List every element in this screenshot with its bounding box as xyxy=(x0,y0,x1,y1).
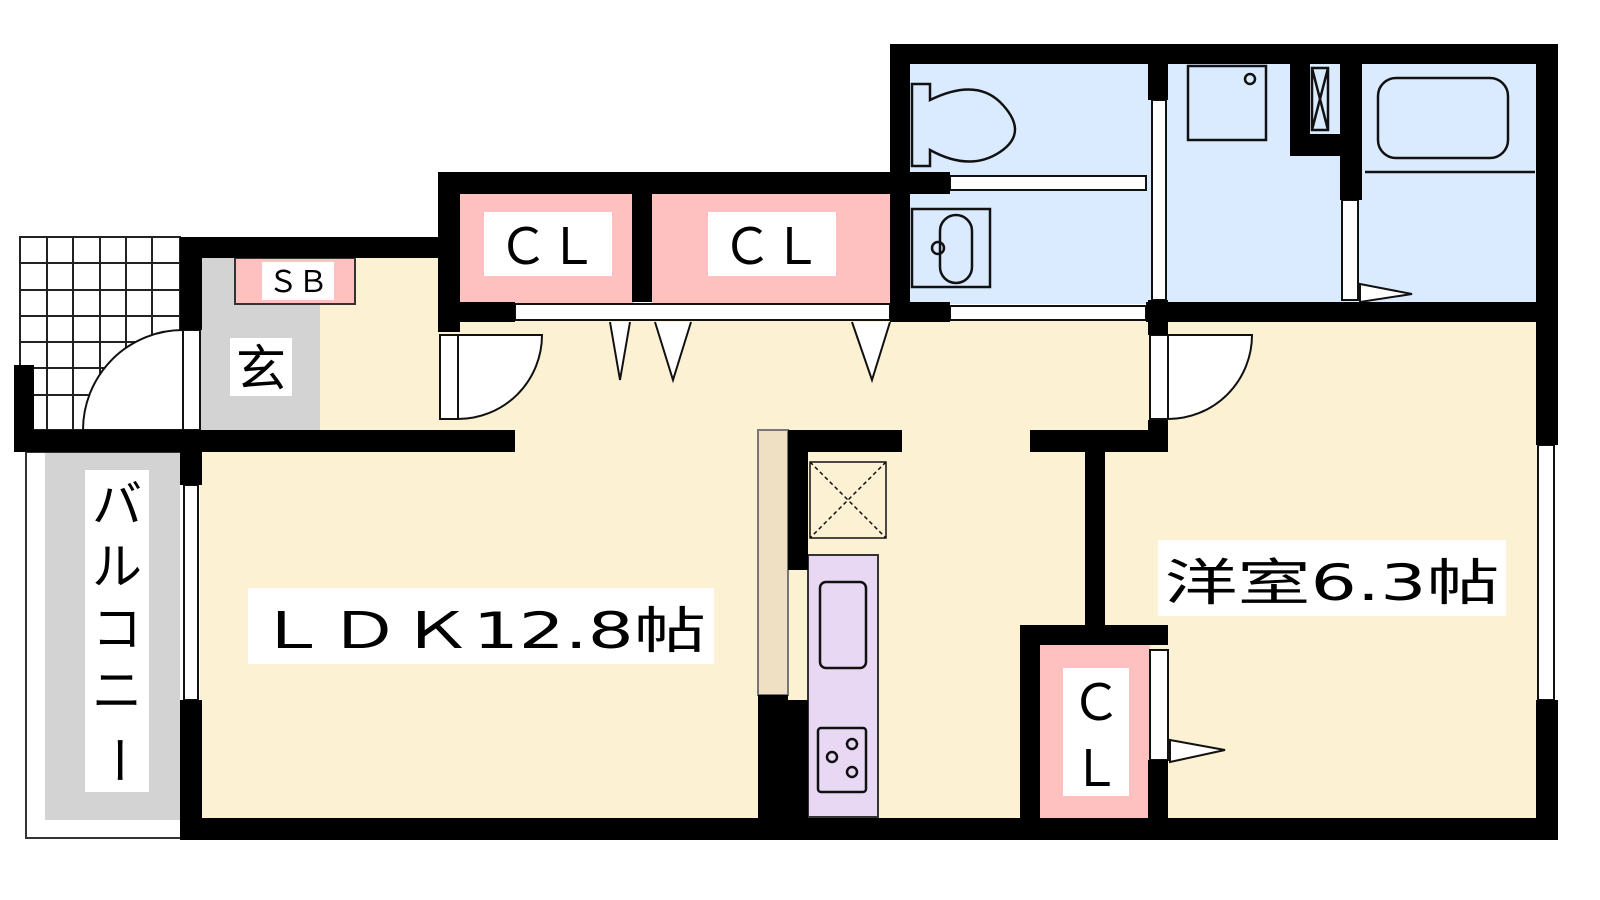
wash-sliding-door xyxy=(949,305,1147,321)
doors[interactable] xyxy=(81,99,1555,764)
balcony-label-4: ニ xyxy=(92,662,142,720)
fixtures xyxy=(809,64,1535,794)
balcony-window xyxy=(183,484,199,701)
bathtub-icon xyxy=(1376,76,1510,160)
sink-icon xyxy=(818,580,868,670)
walls xyxy=(14,44,1558,840)
shoe-box-label: ＳＢ xyxy=(268,265,328,300)
fridge-space-icon xyxy=(809,461,887,539)
washer-space-icon xyxy=(1186,64,1268,142)
ldk-label: ＬＤＫ12.8帖 xyxy=(256,602,706,660)
closet-3-label-top: Ｃ xyxy=(1071,674,1121,732)
front-door xyxy=(81,328,184,431)
balcony-label-1: バ xyxy=(92,476,142,534)
closet-hall-door xyxy=(457,334,544,421)
bedroom-window xyxy=(1537,444,1555,701)
entrance-label: 玄 xyxy=(236,340,286,398)
stove-icon xyxy=(816,726,868,794)
bedroom-door xyxy=(1167,334,1254,421)
bathroom-sliding-door xyxy=(1151,99,1167,301)
closet-x-icon xyxy=(1310,66,1330,132)
washbasin-icon xyxy=(910,207,992,289)
labels: ＣＬ ＣＬ ＳＢ 玄 バ ル コ ニ ー ＬＤＫ12.8帖 洋室6.3帖 Ｃ Ｌ xyxy=(85,212,1506,798)
balcony-label-3: コ xyxy=(92,600,142,658)
counter-shelf xyxy=(757,429,789,696)
toilet-sliding-door xyxy=(949,175,1147,191)
balcony-label-2: ル xyxy=(92,538,142,596)
balcony-label-5: ー xyxy=(89,735,147,785)
closet-2-label: ＣＬ xyxy=(722,218,822,276)
closet-1-label: ＣＬ xyxy=(498,218,598,276)
toilet-icon xyxy=(910,82,1017,168)
closet-3-label-bottom: Ｌ xyxy=(1071,740,1121,798)
bath-door xyxy=(1341,199,1359,301)
closet-3-door xyxy=(1149,649,1169,761)
closet-sliding-door xyxy=(514,303,891,321)
western-room-label: 洋室6.3帖 xyxy=(1165,554,1500,612)
